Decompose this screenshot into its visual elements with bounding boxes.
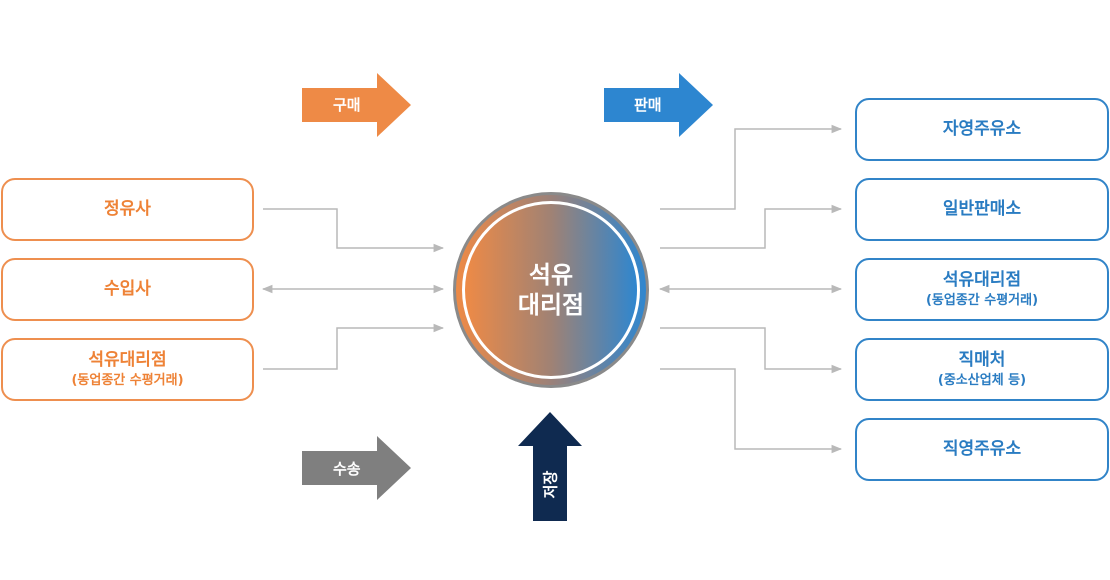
center-line1: 석유 [528, 261, 574, 289]
direct-buyer-sub: (중소산업체 등) [937, 373, 1027, 388]
purchase-arrow [302, 73, 411, 137]
connector-general-seller [660, 204, 843, 249]
direct-buyer-box: 직매처 (중소산업체 등) [855, 338, 1109, 401]
right-dealer-label: 석유대리점 [942, 270, 1022, 290]
left-dealer-label: 석유대리점 [88, 350, 167, 370]
left-dealer-box: 석유대리점 (동업종간 수평거래) [1, 338, 254, 401]
left-dealer-sub: (동업종간 수평거래) [71, 373, 184, 388]
center-line2: 대리점 [517, 291, 585, 319]
refiner-label: 정유사 [104, 199, 151, 219]
transport-label: 수송 [333, 460, 361, 478]
sale-arrow [604, 73, 713, 137]
transport-arrow [302, 436, 411, 500]
connector-self-station [660, 124, 843, 210]
purchase-label: 구매 [333, 96, 361, 114]
storage-label: 저장 [541, 470, 560, 499]
general-seller-label: 일반판매소 [942, 199, 1022, 219]
refiner-box: 정유사 [1, 178, 254, 241]
self-station-label: 자영주유소 [942, 119, 1022, 139]
general-seller-box: 일반판매소 [855, 178, 1109, 241]
self-station-box: 자영주유소 [855, 98, 1109, 161]
storage-arrow [518, 412, 582, 521]
center-circle: 석유 대리점 [462, 201, 640, 379]
direct-station-label: 직영주유소 [942, 439, 1022, 459]
sale-label: 판매 [634, 96, 662, 114]
direct-station-box: 직영주유소 [855, 418, 1109, 481]
connector-refiner [263, 208, 445, 253]
importer-box: 수입사 [1, 258, 254, 321]
right-dealer-box: 석유대리점 (동업종간 수평거래) [855, 258, 1109, 321]
connector-direct-station [660, 368, 843, 454]
importer-label: 수입사 [104, 279, 151, 299]
connector-left-dealer [263, 323, 445, 370]
right-dealer-sub: (동업종간 수평거래) [925, 293, 1039, 308]
connector-direct-buyer [660, 327, 843, 374]
direct-buyer-label: 직매처 [958, 350, 1006, 370]
